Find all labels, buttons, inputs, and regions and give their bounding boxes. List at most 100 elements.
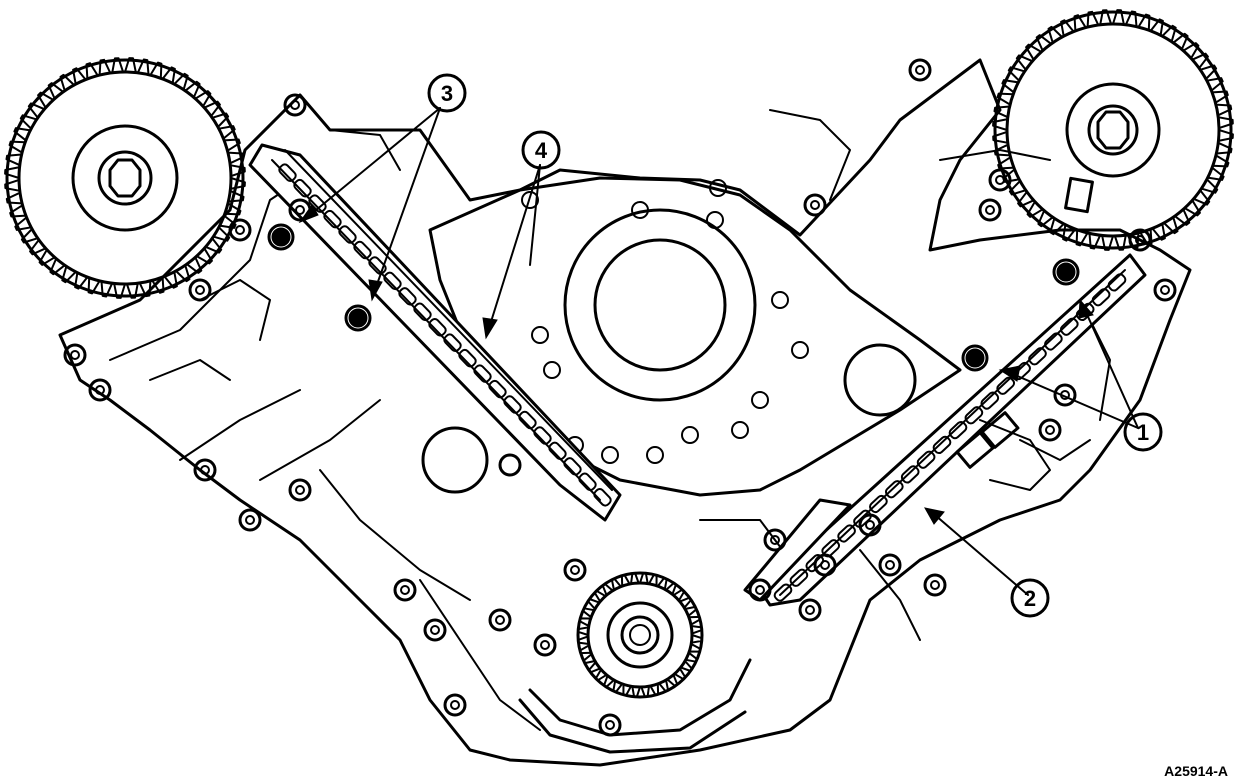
bolt-hole-center [450,700,460,710]
bolt-hole [423,618,447,642]
chain-link [473,364,492,383]
left-camshaft-sprocket [4,57,246,299]
bolt-hole [88,378,112,402]
chain-link [368,256,387,275]
chain-link [353,240,372,260]
chain-link [1091,288,1111,307]
callout-1-bubble: 1 [1123,412,1163,452]
bolt-hole [193,458,217,482]
chain-link [837,524,856,543]
bolt-hole [188,278,212,302]
chain-link [398,287,417,306]
bolt-hole-center [820,560,830,570]
sprocket-teeth [992,9,1234,251]
guide-bolts [267,223,1080,372]
chain-link [1059,317,1079,336]
chain-link [503,395,522,414]
engine-block [58,58,1192,767]
callout-4-bubble: 4 [521,130,561,170]
chain-link [518,410,537,430]
bolt-hole-center [885,560,895,570]
chain-link [533,426,552,445]
chain-link [323,209,342,229]
bolt-hole [1053,383,1077,407]
chain-link [338,225,357,244]
figure-code: A25914-A [1164,763,1228,779]
bolt-hole-center [70,350,80,360]
bolt-hole [393,578,417,602]
chain-link [293,178,312,198]
chain-link [900,465,920,484]
chain-link [458,348,477,368]
bolt-hole [1153,278,1177,302]
bolt-hole [878,553,902,577]
bolt-hole [813,553,837,577]
bolt-hole [63,343,87,367]
bolt-hole [748,578,772,602]
callout-1-label: 1 [1137,420,1149,445]
bolt-hole [803,193,827,217]
bolt-hole-center [295,485,305,495]
bolt-hole [798,598,822,622]
bolt-hole-center [495,615,505,625]
bolt-hole-center [540,640,550,650]
sprocket-teeth [577,572,703,698]
chain-link [413,302,432,322]
right-camshaft-sprocket [992,9,1234,251]
chain-link [488,379,507,399]
bolt-hole-center [200,465,210,475]
chain-link [964,406,984,425]
bolt-hole [228,218,252,242]
left-chain-guide [248,143,622,522]
chain-link [869,494,888,514]
bolt-hole-center [770,535,780,545]
callout-2-label: 2 [1024,586,1036,611]
chain-link [948,420,968,440]
bolt-hole [763,528,787,552]
front-cover-plate [421,176,962,497]
chain-link [563,457,582,476]
bolt-hole [988,168,1012,192]
chain-link [383,271,402,291]
bolt-hole-center [245,515,255,525]
bolt-hole-center [865,520,875,530]
bolt-hole [978,198,1002,222]
chain-link [443,333,462,352]
chain-link [1028,347,1047,366]
bolt-hole-center [430,625,440,635]
chain-link [1044,332,1063,351]
bolt-hole [533,633,557,657]
chain-link [789,568,809,587]
chain-link [548,441,567,461]
bolt-hole-center [95,385,105,395]
bolt-hole-center [295,205,305,215]
bolt-hole-center [570,565,580,575]
bolt-hole [1128,228,1152,252]
bolt-hole [443,693,467,717]
chain-link [916,450,936,469]
bolt-hole-center [195,285,205,295]
bolt-hole-center [400,585,410,595]
bolt-hole [288,478,312,502]
bolt-hole-center [985,205,995,215]
chain-link [980,391,1000,410]
bolt-hole-center [1160,285,1170,295]
bolt-hole-center [995,175,1005,185]
cover-bolt-holes [63,58,1177,737]
callout-4-label: 4 [535,138,548,163]
callout-3-bubble: 3 [427,73,467,113]
chain-link [773,583,793,602]
bolt-hole [598,713,622,737]
chain-link [578,472,597,492]
bolt-hole-center [915,65,925,75]
bolt-hole [1038,418,1062,442]
bolt-hole [283,93,307,117]
bolt-hole-center [1045,425,1055,435]
bolt-hole-center [755,585,765,595]
chain-link [593,488,612,507]
bolt-hole [488,608,512,632]
bolt-hole [858,513,882,537]
bolt-hole [563,558,587,582]
